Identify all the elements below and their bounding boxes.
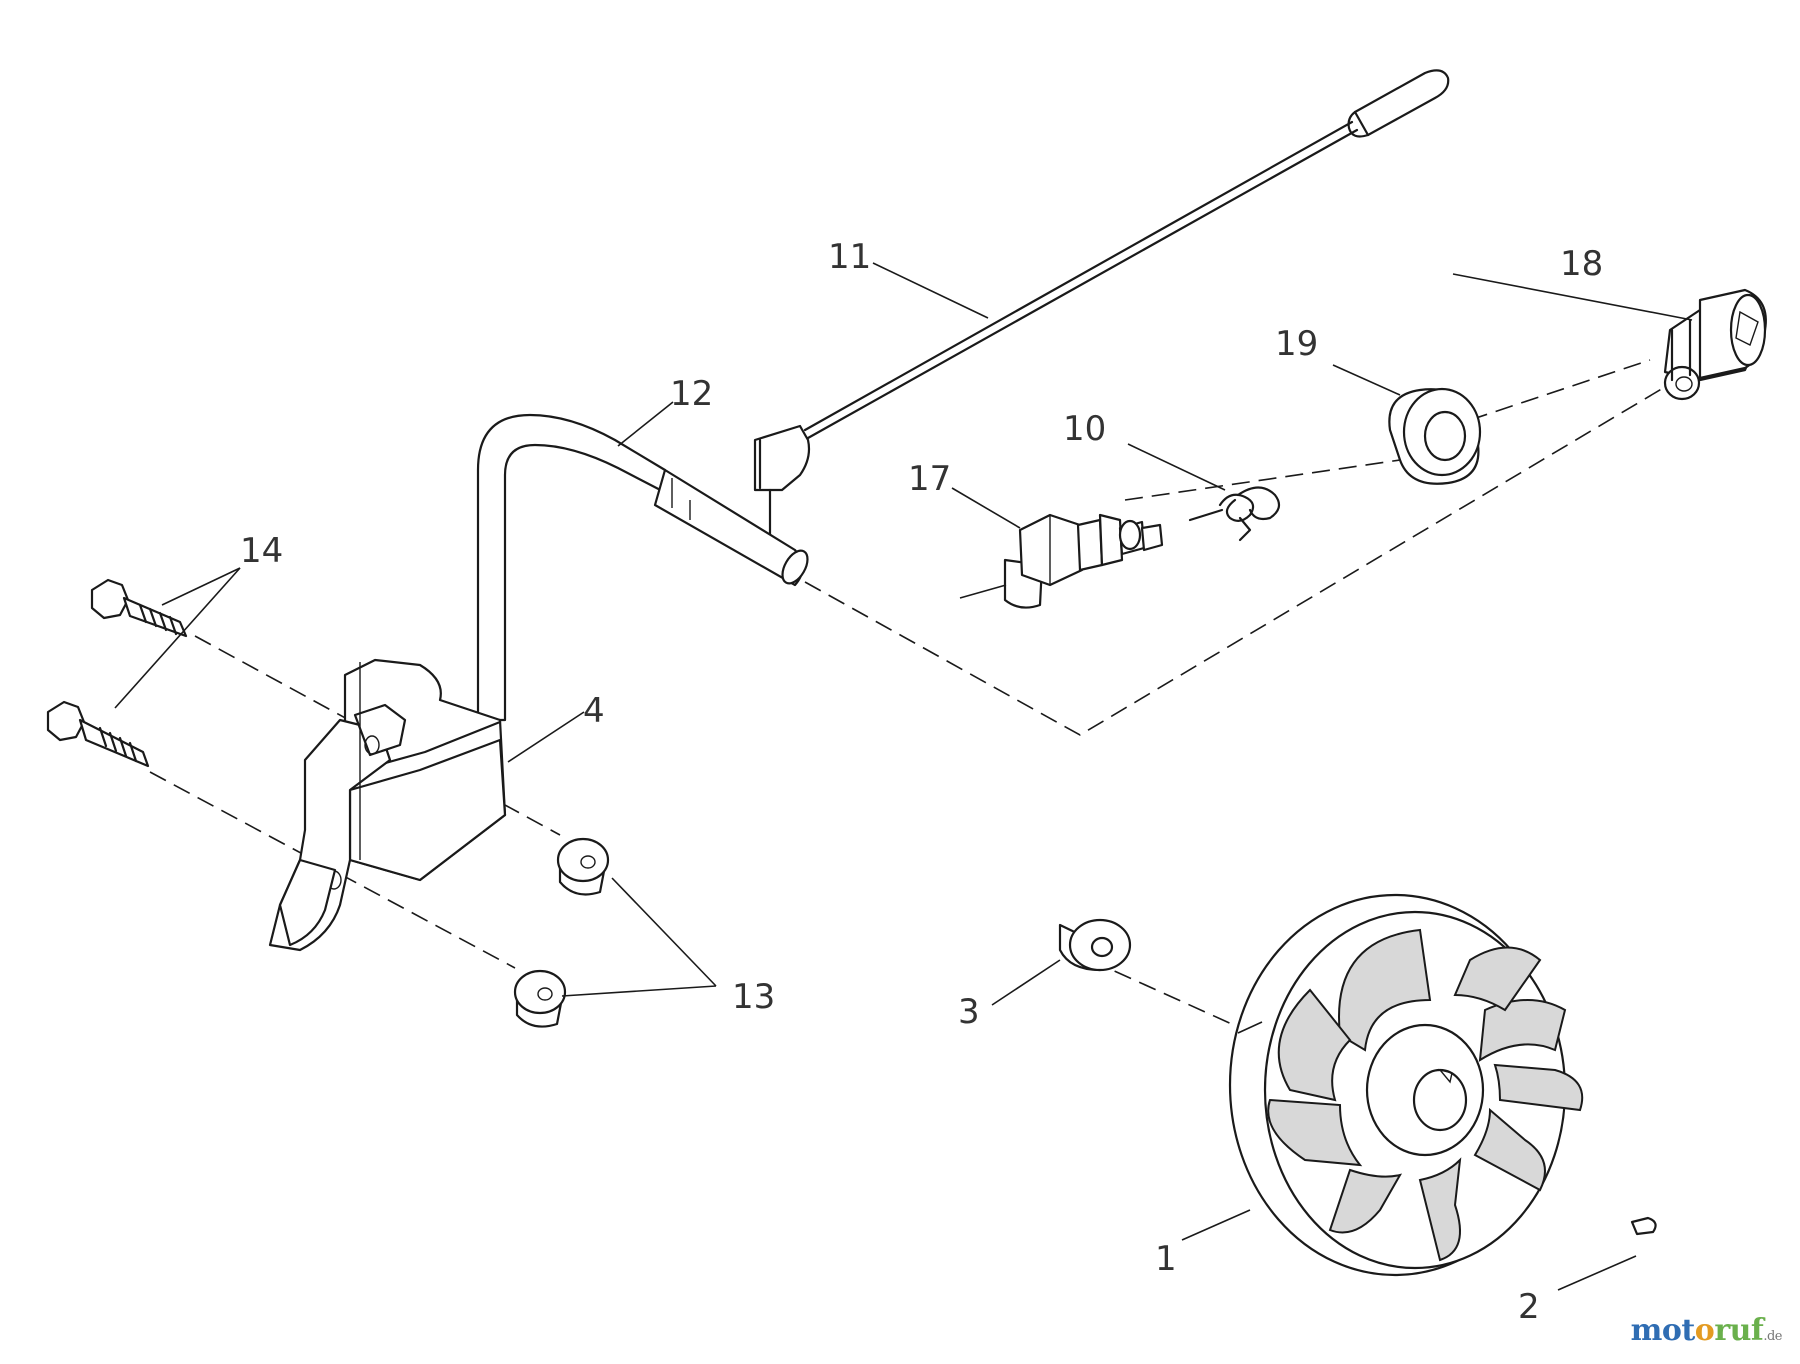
terminal-boot-part (1663, 288, 1767, 401)
callout-labels: 11 12 18 19 10 17 4 14 13 3 1 2 (240, 237, 1603, 1327)
spacer-part-lower (513, 969, 567, 1028)
spacer-part-upper (556, 837, 610, 896)
callout-11: 11 (828, 237, 871, 277)
callout-3: 3 (958, 992, 980, 1032)
callout-19: 19 (1275, 324, 1318, 364)
grommet-part (1388, 387, 1482, 485)
woodruff-key-part (1630, 1216, 1657, 1236)
screw-part-lower (46, 700, 150, 768)
leader-lines (114, 262, 1693, 1291)
flywheel-part (1228, 893, 1584, 1277)
ignition-module-part (268, 658, 507, 952)
screw-part-upper (90, 578, 188, 638)
callout-17: 17 (908, 459, 951, 499)
site-watermark: motoruf.de (1630, 1313, 1783, 1348)
callout-13: 13 (732, 977, 775, 1017)
flywheel-nut-part (1058, 918, 1132, 972)
callout-14: 14 (240, 531, 283, 571)
callout-2: 2 (1518, 1287, 1540, 1327)
ignition-wire-part (476, 413, 809, 722)
assembly-dash-lines (149, 359, 1681, 1031)
callout-4: 4 (583, 691, 605, 731)
callout-12: 12 (670, 374, 713, 414)
callout-1: 1 (1155, 1239, 1177, 1279)
callout-10: 10 (1063, 409, 1106, 449)
spring-part (1188, 486, 1281, 542)
spark-plug-part (1003, 513, 1164, 609)
callout-18: 18 (1560, 244, 1603, 284)
spark-plug-lead-part (753, 69, 1450, 542)
